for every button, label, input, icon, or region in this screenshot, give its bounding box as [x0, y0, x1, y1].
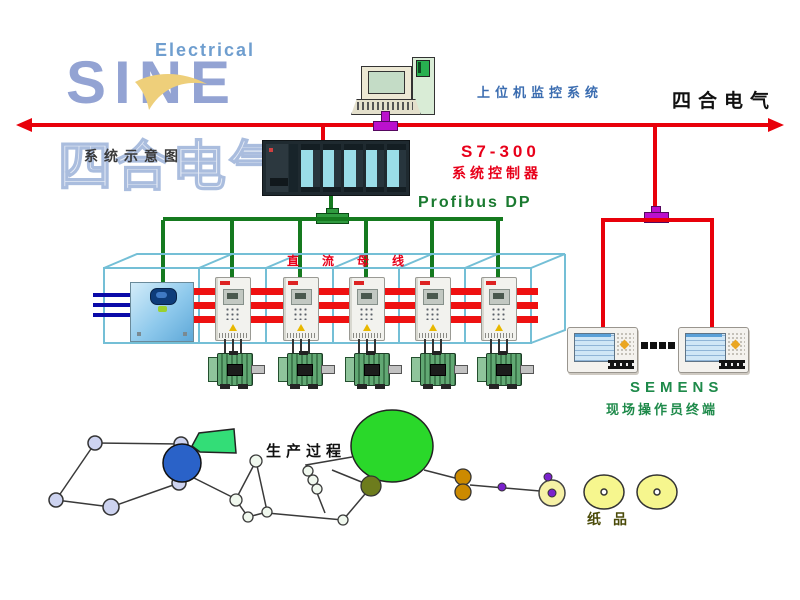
ellipsis-dot [641, 342, 648, 349]
hmi-branch-line [601, 218, 714, 222]
profibus-drop-line [430, 220, 434, 278]
profibus-drop-line [496, 220, 500, 278]
profibus-label: Profibus DP [418, 194, 532, 211]
plc-slot [270, 178, 288, 186]
plc-to-profibus-line [329, 196, 333, 213]
inverter-drive-1 [215, 277, 251, 341]
hmi-brand-label: SEMENS [630, 379, 724, 396]
rectifier-screw [183, 332, 187, 336]
rectifier-screw [137, 332, 141, 336]
dryer-cylinder [350, 409, 434, 483]
pc-tower-slot [418, 62, 421, 73]
hmi-terminal-2 [678, 327, 749, 373]
ellipsis-dot [668, 342, 675, 349]
plc-cpu-module [266, 144, 298, 192]
host-monitor-label: 上位机监控系统 [477, 85, 604, 100]
hmi-terminal-label: 现场操作员终端 [606, 402, 719, 417]
ac-supply-line [93, 293, 140, 297]
guide-roll-olive [360, 475, 382, 497]
pc-screen [368, 71, 405, 94]
ac-supply-line [93, 303, 140, 307]
hmi-terminal-1 [567, 327, 638, 373]
guide-roll-purple [497, 482, 507, 492]
hmi-drop-line-right [710, 221, 714, 327]
motor-2 [278, 351, 335, 390]
motor-5 [477, 351, 534, 390]
inverter-drive-4 [415, 277, 451, 341]
pc-bus-connector [373, 121, 398, 131]
hmi-bus-connector [644, 212, 669, 223]
dc-bus-label: 直流母线 [287, 254, 428, 268]
profibus-drop-line [364, 220, 368, 278]
headbox [191, 428, 237, 454]
inverter-drive-3 [349, 277, 385, 341]
hmi-drop-line-left [601, 221, 605, 327]
bus-arrow-right-icon [768, 118, 784, 132]
bus-to-hmi-line [653, 127, 657, 209]
top-bus-line [30, 123, 770, 127]
reel-winder [538, 472, 566, 507]
bus-arrow-left-icon [16, 118, 32, 132]
ellipsis-dot [650, 342, 657, 349]
plc-io-module [387, 144, 406, 192]
inverter-drive-2 [283, 277, 319, 341]
plc-io-module [301, 144, 320, 192]
production-process-drawing [48, 409, 678, 526]
logo-swoosh-icon [135, 73, 207, 110]
profibus-bus-line [163, 217, 503, 221]
plc-led [269, 148, 273, 152]
profibus-drop-line [298, 220, 302, 278]
plc-io-module [365, 144, 385, 192]
company-name: 四合电气 [672, 91, 777, 112]
rectifier-display-glow [156, 292, 167, 298]
plc-name-label: 系统控制器 [452, 165, 542, 181]
motor-1 [208, 351, 265, 390]
finished-paper-rolls [583, 474, 678, 510]
rectifier-unit [130, 282, 194, 342]
ac-supply-line [93, 313, 140, 317]
profibus-drop-line [230, 220, 234, 278]
logo-watermark: 四合电气 [57, 136, 286, 198]
bus-to-plc-line [321, 127, 325, 148]
diagram-title: 系统示意图 [84, 148, 184, 164]
logo-tagline: Electrical [154, 40, 256, 60]
press-nip-rolls [454, 468, 472, 501]
inverter-drive-5 [481, 277, 517, 341]
motor-4 [411, 351, 468, 390]
ellipsis-dot [659, 342, 666, 349]
press-roll-blue [162, 443, 202, 483]
plc-model-label: S7-300 [461, 142, 540, 161]
motor-3 [345, 351, 402, 390]
pc-keyboard-keys [357, 102, 413, 110]
plc-io-module [322, 144, 342, 192]
plc-io-module [344, 144, 363, 192]
former-rollers [229, 454, 349, 526]
plc-s7-300 [262, 140, 410, 196]
product-label: 纸品 [587, 511, 639, 527]
rectifier-led [158, 306, 167, 312]
process-label: 生产过程 [266, 443, 347, 460]
profibus-drop-line [161, 220, 165, 282]
